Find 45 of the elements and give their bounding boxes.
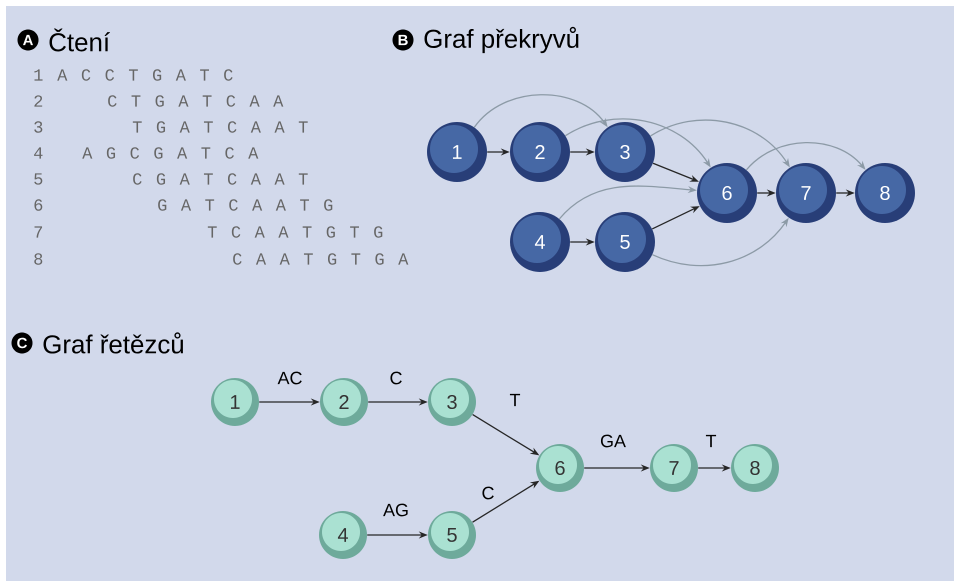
graph-node: 2 — [510, 122, 570, 182]
graph-node: 4 — [319, 511, 367, 559]
graph-node: 8 — [731, 444, 779, 492]
read-number: 1 — [34, 69, 43, 81]
graph-node: 6 — [697, 163, 757, 223]
panel-badge: C — [12, 332, 32, 354]
edge-label: C — [480, 486, 496, 500]
edge-label: AC — [276, 370, 304, 386]
graph-node: 8 — [855, 163, 915, 223]
panel-title: Čtení — [50, 28, 110, 52]
edge-label: T — [508, 392, 522, 408]
read-number: 5 — [34, 173, 42, 185]
panel-badge: A — [18, 30, 38, 50]
read-number: 8 — [34, 253, 42, 265]
graph-node: 7 — [650, 444, 698, 492]
edge-label: GA — [599, 434, 627, 448]
read-sequence: A G C G A T C A — [82, 147, 258, 159]
graph-node: 3 — [595, 122, 655, 182]
read-sequence: C A A T G T G A — [233, 253, 408, 265]
read-number: 2 — [34, 95, 42, 107]
graph-node: 4 — [510, 212, 570, 272]
graph-node: 2 — [320, 378, 368, 426]
edge-label: C — [388, 370, 404, 386]
panel-title: Graf řetězců — [44, 332, 183, 354]
graph-node: 5 — [595, 212, 655, 272]
graph-node: 3 — [428, 378, 476, 426]
edge-label: T — [704, 434, 718, 448]
panel-title: Graf překryvů — [424, 26, 578, 54]
read-sequence: C G A T C A A T — [133, 173, 308, 185]
read-number: 4 — [34, 147, 42, 159]
graph-node: 7 — [776, 163, 836, 223]
graph-node: 6 — [536, 444, 584, 492]
graph-node: 1 — [427, 122, 487, 182]
edge-label: AG — [382, 502, 410, 518]
read-sequence: T C A A T G T G — [208, 226, 382, 238]
read-number: 3 — [34, 121, 42, 133]
graph-node: 5 — [428, 511, 476, 559]
read-sequence: A C C T G A T C — [57, 69, 233, 81]
read-number: 7 — [34, 226, 42, 238]
read-sequence: T G A T C A A T — [132, 121, 308, 133]
read-sequence: G A T C A A T G — [158, 199, 332, 211]
read-number: 6 — [34, 199, 42, 211]
read-sequence: C T G A T C A A — [108, 95, 284, 107]
panel-badge: B — [392, 30, 414, 50]
graph-node: 1 — [211, 378, 259, 426]
